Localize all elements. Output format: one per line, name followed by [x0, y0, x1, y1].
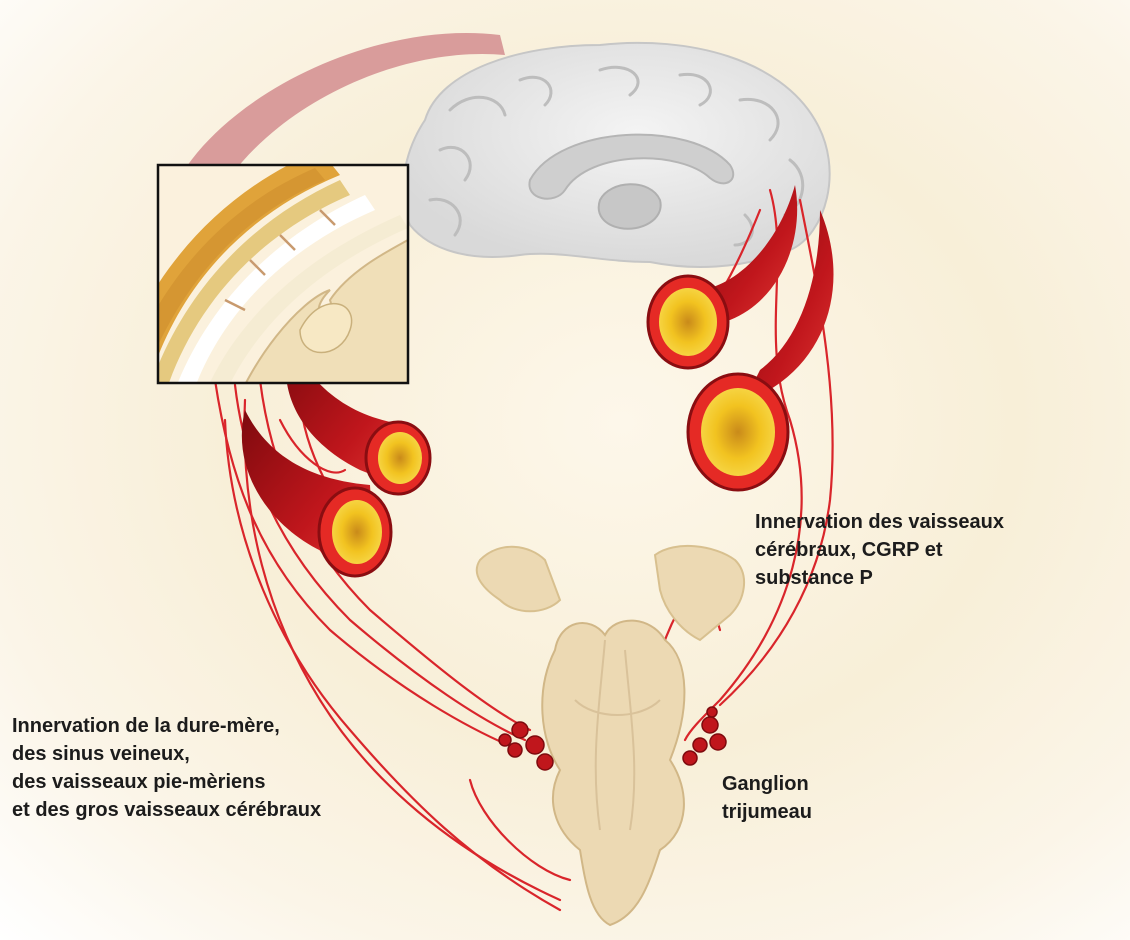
label-line: Ganglion	[722, 770, 812, 798]
label-line: des vaisseaux pie-mèriens	[12, 768, 321, 796]
label-line: et des gros vaisseaux cérébraux	[12, 796, 321, 824]
label-line: Innervation des vaisseaux	[755, 508, 1004, 536]
label-cerebral-vessels-innervation: Innervation des vaisseaux cérébraux, CGR…	[755, 508, 1004, 592]
label-line: Innervation de la dure-mère,	[12, 712, 321, 740]
label-dura-mater-innervation: Innervation de la dure-mère, des sinus v…	[12, 712, 321, 824]
label-line: substance P	[755, 564, 1004, 592]
label-trigeminal-ganglion: Ganglion trijumeau	[722, 770, 812, 826]
brain	[403, 43, 830, 267]
label-line: des sinus veineux,	[12, 740, 321, 768]
label-line: trijumeau	[722, 798, 812, 826]
meninges-inset	[100, 150, 408, 420]
label-line: cérébraux, CGRP et	[755, 536, 1004, 564]
